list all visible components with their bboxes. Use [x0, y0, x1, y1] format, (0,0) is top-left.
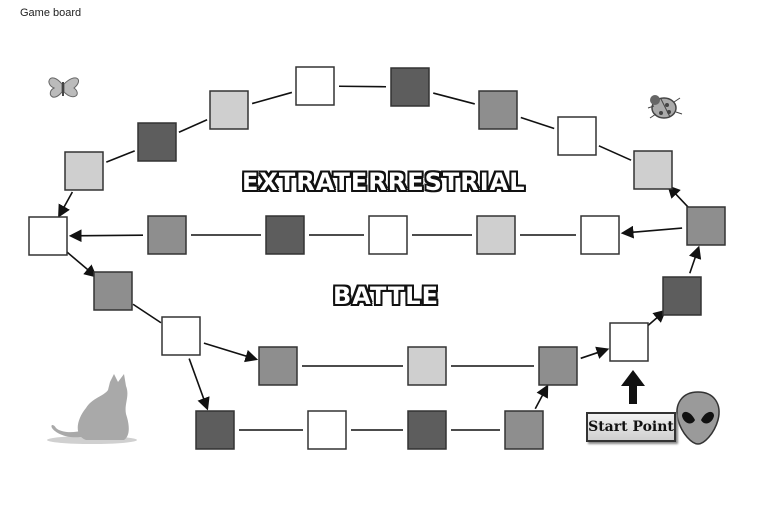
board-square[interactable]: [209, 90, 249, 130]
start-point-label[interactable]: Start Point: [586, 412, 676, 442]
board-square[interactable]: [28, 216, 68, 256]
path-arrow: [646, 309, 667, 327]
path-arrow: [689, 245, 702, 274]
board-square[interactable]: [580, 215, 620, 255]
board-square[interactable]: [258, 346, 298, 386]
board-square[interactable]: [609, 322, 649, 362]
board-square[interactable]: [295, 66, 335, 106]
board-square[interactable]: [195, 410, 235, 450]
board-square[interactable]: [476, 215, 516, 255]
start-arrow: [621, 370, 645, 404]
ladybug-icon: [647, 95, 683, 119]
board-square[interactable]: [137, 122, 177, 162]
board-square[interactable]: [478, 90, 518, 130]
board-square[interactable]: [407, 410, 447, 450]
board-squares: [28, 66, 726, 450]
path-line: [106, 150, 135, 163]
path-arrow: [65, 250, 98, 278]
board-square[interactable]: [368, 215, 408, 255]
board-square[interactable]: [161, 316, 201, 356]
board-square[interactable]: [265, 215, 305, 255]
board-square[interactable]: [307, 410, 347, 450]
path-arrow: [68, 229, 144, 243]
board-square[interactable]: [504, 410, 544, 450]
path-line: [520, 116, 555, 130]
board-square[interactable]: [662, 276, 702, 316]
path-line: [433, 92, 475, 105]
board-square[interactable]: [147, 215, 187, 255]
connectors: [58, 85, 702, 431]
board-square[interactable]: [686, 206, 726, 246]
path-line: [598, 145, 632, 161]
path-arrow: [534, 384, 549, 410]
path-line: [132, 303, 162, 324]
board-square[interactable]: [633, 150, 673, 190]
path-arrow: [203, 342, 259, 363]
page-label: Game board: [20, 7, 82, 19]
board-title-line-2: BATTLE: [333, 282, 439, 310]
board-square[interactable]: [93, 271, 133, 311]
path-line: [178, 119, 208, 133]
butterfly-icon: [48, 77, 79, 98]
path-arrow: [58, 191, 74, 218]
board-square[interactable]: [407, 346, 447, 386]
board-square[interactable]: [64, 151, 104, 191]
path-line: [251, 91, 293, 105]
board-title-line-1: EXTRATERRESTRIAL: [242, 168, 526, 196]
board-square[interactable]: [557, 116, 597, 156]
cat-icon: [47, 374, 137, 444]
path-arrow: [620, 225, 683, 239]
board-square[interactable]: [390, 67, 430, 107]
path-arrow: [580, 346, 610, 360]
board-square[interactable]: [538, 346, 578, 386]
path-arrow: [188, 358, 210, 411]
alien-head-icon: [676, 391, 720, 445]
path-arrow: [667, 185, 691, 210]
